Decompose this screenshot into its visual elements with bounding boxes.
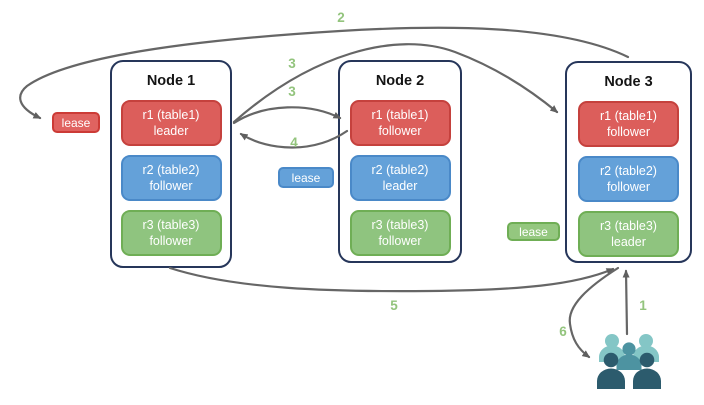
replica-role: follower — [378, 234, 422, 248]
node-2-replica-r2: r2 (table2) leader — [349, 155, 451, 201]
node-2-replica-r3: r3 (table3) follower — [349, 210, 451, 256]
lease-badge-table1: lease — [52, 112, 100, 133]
arrow-step-1 — [622, 269, 630, 336]
node-3-box: Node 3 r1 (table1) follower r2 (table2) … — [565, 61, 692, 263]
step-label-3a: 3 — [288, 56, 296, 71]
arrow-step-4 — [239, 129, 349, 149]
replica-name: r3 (table3) — [142, 217, 200, 232]
replica-role: leader — [153, 124, 189, 138]
node-3-replica-r1: r1 (table1) follower — [578, 101, 679, 147]
replica-name: r1 (table1) — [600, 108, 657, 123]
step-label-3b: 3 — [288, 84, 296, 99]
replica-role: follower — [606, 125, 651, 139]
replica-name: r3 (table3) — [600, 218, 657, 233]
users-icon — [597, 334, 661, 389]
replica-role: follower — [606, 180, 651, 194]
node-3-title: Node 3 — [604, 74, 653, 90]
node-3-replica-r3: r3 (table3) leader — [578, 211, 679, 257]
arrow-step-3-to-node2 — [232, 106, 342, 125]
node-1-replica-r1: r1 (table1) leader — [120, 100, 222, 146]
replica-role: follower — [378, 124, 422, 138]
node-1-replica-r3: r3 (table3) follower — [120, 210, 222, 256]
replica-role: leader — [611, 235, 646, 249]
replica-role: follower — [149, 179, 193, 193]
replica-name: r3 (table3) — [371, 217, 429, 232]
step-label-4: 4 — [290, 135, 298, 150]
replica-name: r1 (table1) — [142, 107, 200, 122]
node-1-replica-r2: r2 (table2) follower — [120, 155, 222, 201]
node-2-replica-r1: r1 (table1) follower — [349, 100, 451, 146]
node-3-replica-r2: r2 (table2) follower — [578, 156, 679, 202]
lease-badge-table3: lease — [507, 222, 560, 241]
node-1-box: Node 1 r1 (table1) leader r2 (table2) fo… — [110, 60, 232, 268]
replica-name: r2 (table2) — [142, 162, 200, 177]
replica-name: r1 (table1) — [371, 107, 429, 122]
step-label-5: 5 — [390, 298, 398, 313]
replica-role: leader — [382, 179, 418, 193]
node-2-box: Node 2 r1 (table1) follower r2 (table2) … — [338, 60, 462, 263]
arrow-step-5 — [168, 266, 615, 293]
node-2-title: Node 2 — [375, 73, 425, 89]
step-label-2: 2 — [337, 10, 345, 25]
step-label-6: 6 — [559, 324, 567, 339]
node-1-title: Node 1 — [146, 73, 196, 89]
lease-badge-table2: lease — [278, 167, 334, 188]
replica-name: r2 (table2) — [371, 162, 429, 177]
replica-name: r2 (table2) — [600, 163, 657, 178]
step-label-1: 1 — [639, 298, 647, 313]
replica-role: follower — [149, 234, 193, 248]
